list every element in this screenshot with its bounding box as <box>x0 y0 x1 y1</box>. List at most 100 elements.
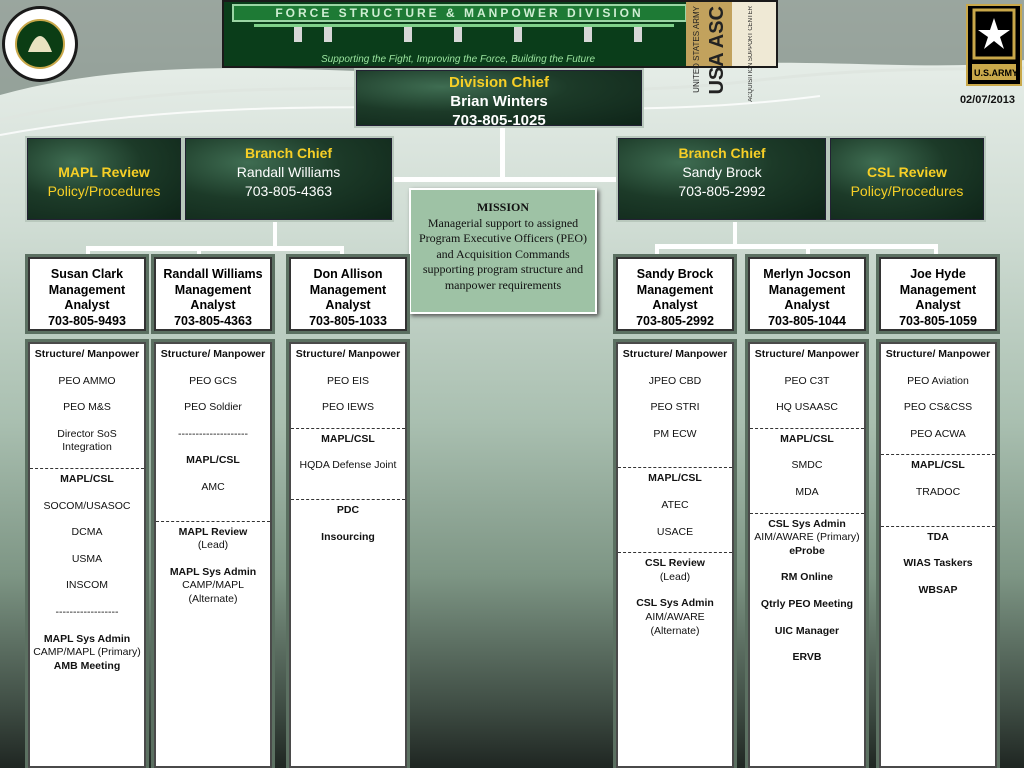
duty-item: SOCOM/USASOC <box>43 499 131 512</box>
mapl-review-sub: Policy/Procedures <box>47 183 161 199</box>
duty-item <box>291 486 405 499</box>
analyst-phone: 703-805-1044 <box>768 313 846 328</box>
duty-item: PDC <box>291 498 405 531</box>
duty-item: TRADOC <box>915 485 961 498</box>
duty-item: Structure/ Manpower <box>34 348 140 360</box>
asc-badge: ACQUISITION SUPPORT CENTER <box>732 2 776 102</box>
duty-item: TDA <box>881 525 995 558</box>
duty-item: INSCOM <box>66 579 108 592</box>
duty-item: MAPL/CSL <box>186 454 240 467</box>
left-branch-chief-title: Branch Chief <box>244 145 333 161</box>
duty-item: CSL Sys Admin <box>750 512 864 532</box>
analyst-name: Joe Hyde <box>910 267 966 281</box>
connector-branch-horizontal <box>394 177 616 182</box>
duty-item: HQ USAASC <box>776 401 838 414</box>
duty-item: MAPL/CSL <box>30 467 144 500</box>
division-chief-box: Division Chief Brian Winters 703-805-102… <box>354 68 644 129</box>
connector-right-b <box>806 244 810 256</box>
analyst-phone: 703-805-9493 <box>48 313 126 328</box>
connector-left-a <box>86 246 90 256</box>
analyst-role: Management Analyst <box>174 282 252 313</box>
badge-text-asc: USA ASC <box>706 6 728 95</box>
duty-item: WIAS Taskers <box>903 557 973 570</box>
duty-item: MAPL/CSL <box>881 454 995 486</box>
banner-title: FORCE STRUCTURE & MANPOWER DIVISION <box>232 4 687 22</box>
duty-item: (Lead) <box>197 539 229 552</box>
analyst-role: Management Analyst <box>48 282 126 313</box>
duty-item <box>881 513 995 526</box>
mapl-review-box: MAPL Review Policy/Procedures <box>25 136 183 222</box>
duty-item: AIM/AWARE (Primary) <box>754 531 860 544</box>
duty-item: ATEC <box>661 498 689 511</box>
analyst-name: Merlyn Jocson <box>763 267 851 281</box>
connector-left-down <box>273 222 277 248</box>
connector-right-bar <box>655 244 938 249</box>
duty-item: PEO CS&CSS <box>903 401 973 414</box>
duty-item: AIM/AWARE (Alternate) <box>645 610 705 637</box>
duty-item: CSL Sys Admin <box>636 597 714 610</box>
duty-item: -------------------- <box>178 427 248 440</box>
left-branch-chief-phone: 703-805-4363 <box>244 183 333 199</box>
duty-item: PM ECW <box>653 427 697 440</box>
connector-left-bar <box>86 246 344 251</box>
duty-item: ERVB <box>792 651 822 664</box>
duty-item: (Lead) <box>659 570 691 583</box>
analyst-name: Don Allison <box>313 267 383 281</box>
duty-item: eProbe <box>789 544 825 557</box>
duty-item <box>156 508 270 521</box>
mission-text: Managerial support to assigned Program E… <box>418 215 588 292</box>
division-chief-phone: 703-805-1025 <box>452 112 546 129</box>
duty-item: AMB Meeting <box>53 659 121 672</box>
connector-right-down <box>733 222 737 248</box>
duty-item: JPEO CBD <box>648 374 702 387</box>
duty-item: UIC Manager <box>774 624 840 637</box>
mapl-review-title: MAPL Review <box>58 164 150 180</box>
duty-item: CAMP/MAPL (Alternate) <box>182 579 244 605</box>
left-branch-chief-name: Randall Williams <box>236 164 341 180</box>
right-branch-chief-phone: 703-805-2992 <box>678 183 766 199</box>
duty-item: Structure/ Manpower <box>754 348 860 360</box>
csl-review-box: CSL Review Policy/Procedures <box>828 136 986 222</box>
analyst-role: Management Analyst <box>309 282 387 313</box>
duty-item: PEO IEWS <box>322 401 374 414</box>
duty-item: HQDA Defense Joint <box>299 459 397 472</box>
duty-item: MDA <box>795 485 819 498</box>
banner-bars-graphic <box>254 24 674 42</box>
division-chief-name: Brian Winters <box>450 93 548 110</box>
army-logo-text: U.S.ARMY <box>974 68 1019 78</box>
duty-item: Structure/ Manpower <box>622 348 728 360</box>
csl-review-title: CSL Review <box>867 164 947 180</box>
duty-item: USACE <box>656 525 694 538</box>
connector-right-a <box>655 244 659 256</box>
duty-item: Insourcing <box>321 530 375 543</box>
duty-item: CAMP/MAPL (Primary) <box>33 646 141 659</box>
duty-item: MAPL/CSL <box>750 427 864 460</box>
duty-item <box>618 454 732 467</box>
army-badge: UNITED STATES ARMY USA ASC <box>686 2 732 95</box>
mission-box: MISSION Managerial support to assigned P… <box>409 188 597 314</box>
badge-text-army: UNITED STATES ARMY <box>692 6 701 93</box>
duty-item: PEO M&S <box>63 401 111 414</box>
us-army-logo: U.S.ARMY <box>966 4 1022 86</box>
duty-item: ------------------ <box>55 605 119 618</box>
duty-item: MAPL/CSL <box>291 427 405 460</box>
duty-item: PEO Soldier <box>184 401 242 414</box>
duty-item: AMC <box>201 480 225 493</box>
duty-item: Structure/ Manpower <box>885 348 991 360</box>
duty-item: MAPL/CSL <box>618 467 732 499</box>
analyst-phone: 703-805-1033 <box>309 313 387 328</box>
duty-item: SMDC <box>791 459 823 472</box>
duty-item: PEO STRI <box>650 401 700 414</box>
duty-item: RM Online <box>781 571 833 584</box>
duty-item: PEO C3T <box>784 374 830 387</box>
badge-text-support: ACQUISITION SUPPORT CENTER <box>748 6 754 102</box>
duty-item: USMA <box>71 552 103 565</box>
